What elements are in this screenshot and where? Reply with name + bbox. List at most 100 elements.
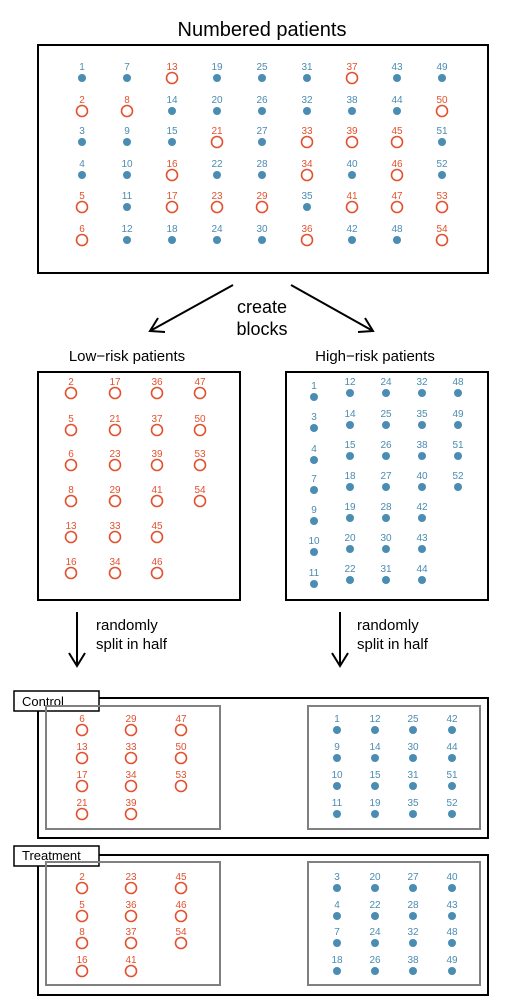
high-risk-marker [448, 912, 456, 920]
high-risk-marker [418, 483, 426, 491]
high-risk-marker [371, 754, 379, 762]
patient-number: 28 [380, 502, 392, 513]
low-risk-marker [64, 530, 78, 544]
patient-number: 46 [391, 159, 403, 170]
low-risk-marker [75, 104, 89, 118]
low-risk-marker [174, 881, 188, 895]
high-risk-marker [409, 782, 417, 790]
patient-number: 22 [211, 159, 223, 170]
high-risk-marker [348, 107, 356, 115]
high-risk-marker [409, 912, 417, 920]
high-risk-marker [382, 452, 390, 460]
patient-number: 3 [311, 412, 317, 423]
patient-number: 13 [166, 62, 178, 73]
patient-number: 4 [334, 900, 340, 911]
low-risk-marker [124, 964, 138, 978]
patient-number: 48 [452, 377, 464, 388]
patient-number: 40 [446, 872, 458, 883]
patient-number: 33 [109, 521, 121, 532]
low-risk-marker [108, 530, 122, 544]
patient-number: 53 [194, 449, 206, 460]
low-risk-marker [108, 458, 122, 472]
low-risk-marker [150, 386, 164, 400]
high-risk-marker [310, 580, 318, 588]
high-risk-marker [78, 74, 86, 82]
high-risk-marker [333, 912, 341, 920]
high-risk-marker [418, 576, 426, 584]
high-risk-marker [382, 576, 390, 584]
patient-number: 11 [309, 568, 320, 579]
patient-number: 33 [125, 742, 137, 753]
high-risk-marker [123, 171, 131, 179]
numbered-patients-box [37, 44, 489, 274]
split-label-right-2: split in half [357, 636, 429, 653]
high-risk-marker [258, 171, 266, 179]
patient-number: 53 [436, 191, 448, 202]
high-risk-marker [346, 483, 354, 491]
patient-number: 36 [125, 900, 137, 911]
low-risk-marker [345, 200, 359, 214]
patient-number: 25 [380, 409, 392, 420]
patient-number: 50 [436, 95, 448, 106]
patient-number: 10 [331, 770, 343, 781]
low-risk-marker [390, 168, 404, 182]
patient-number: 6 [79, 714, 85, 725]
low-risk-marker [75, 807, 89, 821]
patient-number: 12 [344, 377, 356, 388]
high-risk-marker [393, 236, 401, 244]
patient-number: 8 [68, 485, 74, 496]
low-risk-marker [193, 423, 207, 437]
low-risk-marker [124, 909, 138, 923]
high-risk-marker [333, 754, 341, 762]
low-risk-marker [193, 494, 207, 508]
patient-number: 11 [332, 798, 343, 809]
create-label: create [237, 297, 287, 317]
low-risk-marker [108, 494, 122, 508]
patient-number: 35 [407, 798, 419, 809]
high-risk-marker [371, 967, 379, 975]
low-risk-marker [255, 200, 269, 214]
high-risk-marker [371, 726, 379, 734]
high-risk-marker [348, 236, 356, 244]
patient-number: 29 [256, 191, 268, 202]
patient-number: 37 [346, 62, 358, 73]
create-blocks-arrows [148, 284, 375, 333]
patient-number: 20 [211, 95, 223, 106]
patient-number: 40 [346, 159, 358, 170]
patient-number: 51 [452, 440, 464, 451]
patient-number: 9 [124, 126, 130, 137]
patient-number: 20 [369, 872, 381, 883]
patient-number: 17 [76, 770, 88, 781]
low-risk-marker [124, 881, 138, 895]
patient-number: 54 [194, 485, 206, 496]
low-risk-marker [174, 723, 188, 737]
high-risk-marker [371, 884, 379, 892]
low-risk-marker [165, 168, 179, 182]
patient-number: 22 [369, 900, 381, 911]
patient-number: 44 [446, 742, 458, 753]
patient-number: 19 [369, 798, 381, 809]
patient-number: 12 [121, 224, 133, 235]
high-risk-marker [393, 74, 401, 82]
patient-number: 49 [446, 955, 458, 966]
patient-number: 43 [416, 533, 428, 544]
patient-number: 50 [194, 414, 206, 425]
patient-number: 39 [125, 798, 137, 809]
patient-number: 31 [301, 62, 313, 73]
high-risk-marker [333, 782, 341, 790]
control-box [37, 697, 489, 839]
patient-number: 21 [109, 414, 121, 425]
diagram-title: Numbered patients [178, 19, 347, 41]
high-risk-marker [346, 514, 354, 522]
low-risk-marker [64, 566, 78, 580]
high-risk-marker [310, 548, 318, 556]
patient-number: 11 [122, 191, 133, 202]
high-risk-marker [371, 810, 379, 818]
low-risk-marker [75, 233, 89, 247]
patient-number: 30 [256, 224, 268, 235]
patient-number: 45 [151, 521, 163, 532]
low-risk-marker [75, 909, 89, 923]
patient-number: 10 [308, 536, 320, 547]
